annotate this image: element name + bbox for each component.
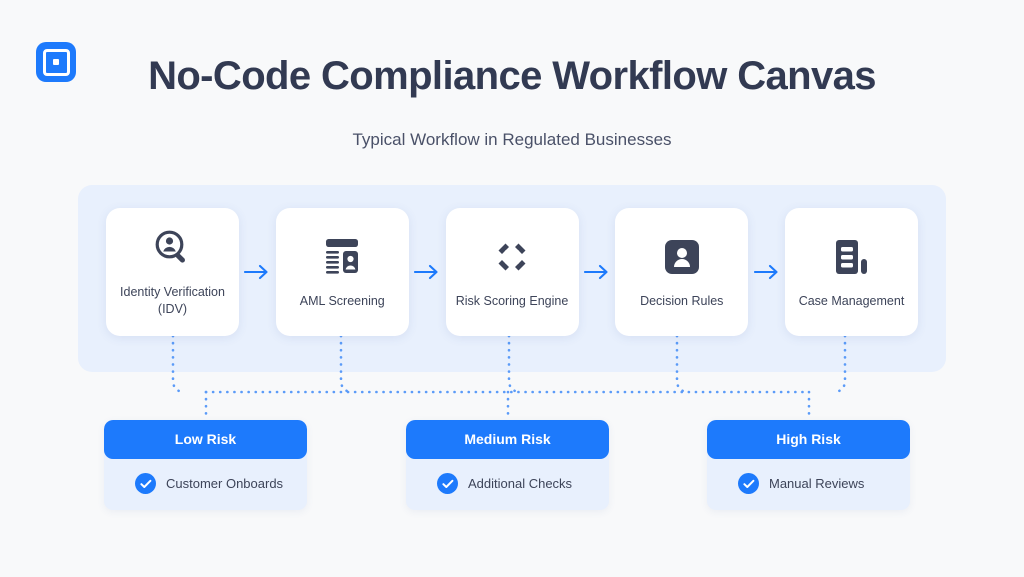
person-badge-icon [663,235,701,279]
risk-panel-title: Low Risk [104,420,307,459]
arrow-right-icon-4 [752,208,782,336]
arrow-right-icon-2 [412,208,442,336]
step-card-risk-scoring-engine[interactable]: Risk Scoring Engine [445,208,579,336]
risk-outcomes-row: Low Risk Customer Onboards Medium Risk A… [0,420,1024,530]
step-label: Case Management [798,293,905,308]
case-file-icon [833,235,871,279]
step-label: AML Screening [299,293,385,308]
logo-center-dot [53,59,59,65]
risk-panel-result: Additional Checks [468,476,573,491]
step-label: Identity Verification (IDV) [120,285,225,316]
page-subtitle: Typical Workflow in Regulated Businesses [352,130,672,149]
id-document-list-icon [321,235,363,279]
person-magnifier-icon [152,226,194,270]
arrow-right-icon-1 [242,208,272,336]
step-label: Decision Rules [640,293,724,308]
logo-inner-square [42,48,70,76]
page-title: No-Code Compliance Workflow Canvas [148,54,876,98]
risk-panel-body: Additional Checks [406,459,609,510]
risk-panel-low-risk[interactable]: Low Risk Customer Onboards [104,420,307,510]
step-card-case-management[interactable]: Case Management [785,208,918,336]
app-logo [36,42,76,82]
risk-panel-body: Customer Onboards [104,459,307,510]
step-card-identity-verification[interactable]: Identity Verification (IDV) [106,208,239,336]
check-circle-icon [135,473,156,494]
check-circle-icon [738,473,759,494]
risk-panel-title: Medium Risk [406,420,609,459]
step-card-decision-rules[interactable]: Decision Rules [615,208,749,336]
risk-panel-high-risk[interactable]: High Risk Manual Reviews [707,420,910,510]
step-label: Risk Scoring Engine [455,293,569,308]
cycle-arrows-icon [492,235,532,279]
check-circle-icon [437,473,458,494]
risk-panel-result: Manual Reviews [769,476,865,491]
risk-panel-result: Customer Onboards [166,476,284,491]
arrow-right-icon-3 [582,208,612,336]
risk-panel-medium-risk[interactable]: Medium Risk Additional Checks [406,420,609,510]
risk-panel-body: Manual Reviews [707,459,910,510]
step-card-aml-screening[interactable]: AML Screening [275,208,409,336]
workflow-steps-row: Identity Verification (IDV) A [78,208,946,336]
risk-panel-title: High Risk [707,420,910,459]
